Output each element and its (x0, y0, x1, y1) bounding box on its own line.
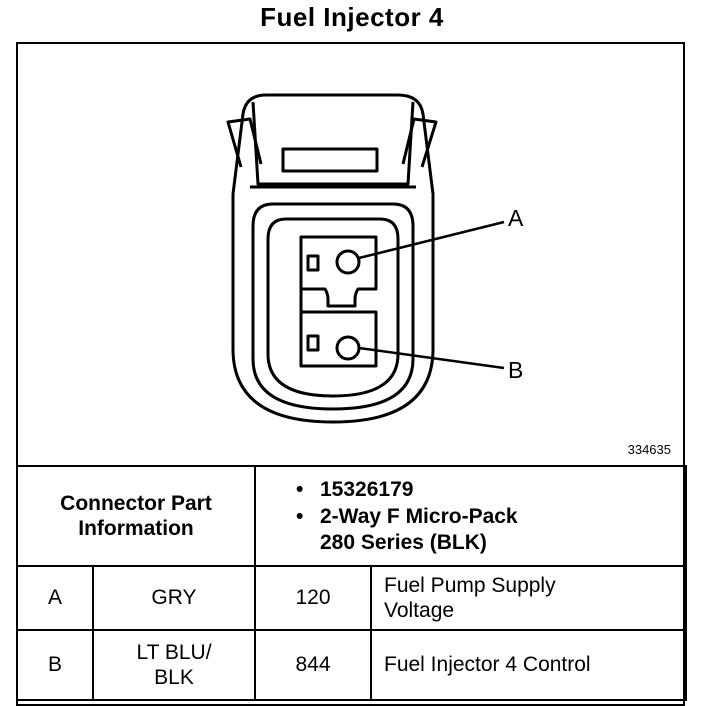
figure-id: 334635 (627, 442, 671, 457)
diagram-frame: A B 334635 Connector Part Information 15… (16, 42, 687, 706)
connector-info-row: Connector Part Information 15326179 2-Wa… (16, 465, 687, 567)
wire-color-line1: GRY (151, 586, 197, 610)
mating-face-outer (251, 202, 415, 411)
page-title: Fuel Injector 4 (260, 2, 444, 32)
connector-table: Connector Part Information 15326179 2-Wa… (16, 465, 687, 701)
connector-drawing: A B (226, 93, 524, 424)
connector-part-header: Connector Part Information (16, 465, 256, 567)
circuit-cell: 844 (254, 629, 372, 701)
circuit-cell: 120 (254, 565, 372, 631)
part-description: 2-Way F Micro-Pack 280 Series (BLK) (296, 504, 685, 554)
connector-outer-body (231, 93, 435, 424)
wire-color-line2: BLK (154, 666, 194, 689)
terminal-a (335, 249, 361, 275)
header-line1: Connector Part (60, 491, 212, 515)
latch-slot (281, 147, 379, 173)
header-line2: Information (78, 517, 194, 540)
table-row: B LT BLU/ BLK 844 Fuel Injector 4 Contro… (16, 629, 687, 701)
part-desc-line2: 280 Series (BLK) (320, 530, 487, 554)
wire-color-line1: LT BLU/ (136, 640, 212, 664)
function-line2: Voltage (384, 599, 455, 622)
key-tab-a (306, 254, 320, 272)
pin-label-b: B (508, 357, 523, 383)
leader-line-a (358, 220, 505, 260)
wire-color-cell: GRY (92, 565, 256, 631)
function-cell: Fuel Pump Supply Voltage (370, 565, 687, 631)
pin-label-a: A (508, 205, 524, 231)
mating-face-inner (266, 217, 400, 398)
right-latch-ear (401, 117, 438, 168)
function-cell: Fuel Injector 4 Control (370, 629, 687, 701)
table-row: A GRY 120 Fuel Pump Supply Voltage (16, 565, 687, 631)
part-number: 15326179 (296, 477, 685, 502)
connector-latch-frame (251, 101, 415, 186)
leader-line-b (358, 346, 505, 370)
terminal-cavity (299, 235, 378, 368)
pin-cell: B (16, 629, 94, 701)
wire-color-cell: LT BLU/ BLK (92, 629, 256, 701)
key-tab-b (306, 334, 320, 352)
part-desc-line1: 2-Way F Micro-Pack (320, 505, 518, 529)
terminal-b (335, 335, 361, 361)
function-line1: Fuel Injector 4 Control (384, 653, 591, 677)
pin-cell: A (16, 565, 94, 631)
function-line1: Fuel Pump Supply (384, 573, 556, 597)
connector-part-details: 15326179 2-Way F Micro-Pack 280 Series (… (254, 465, 687, 567)
